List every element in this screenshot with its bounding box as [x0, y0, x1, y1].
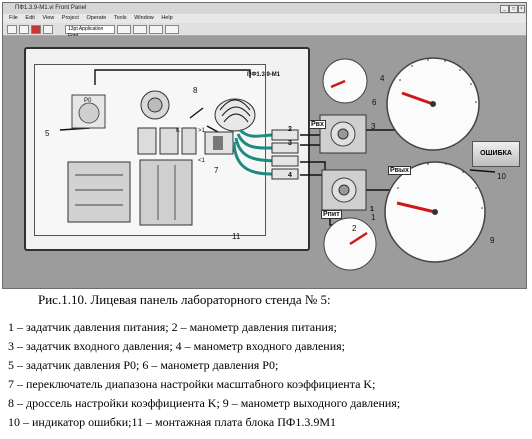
toolbar: 13pt Application Font: [3, 23, 526, 39]
callout-2: 2: [352, 224, 357, 233]
port-label-2: 2: [288, 126, 292, 133]
callout-7: 7: [214, 166, 219, 175]
callout-5: 5: [45, 129, 50, 138]
port-label-1: 1: [370, 206, 374, 213]
input-pressure-gauge: [386, 57, 480, 151]
legend-line-1: 1 – задатчик давления питания; 2 – маном…: [8, 320, 337, 334]
resize-icon[interactable]: [149, 25, 163, 34]
menu-tools[interactable]: Tools: [113, 15, 127, 21]
close-icon[interactable]: ×: [518, 5, 525, 13]
menu-operate[interactable]: Operate: [86, 15, 107, 21]
legend-line-6: 10 – индикатор ошибки;11 – монтажная пла…: [8, 415, 337, 429]
menu-help[interactable]: Help: [161, 15, 173, 21]
legend-line-4: 7 – переключатель диапазона настройки ма…: [8, 377, 376, 391]
port-label-4: 4: [288, 172, 292, 179]
transformer: [67, 161, 131, 223]
port-t: [271, 155, 299, 167]
block-name-label: ПФ1.3.9-М1: [247, 72, 281, 78]
callout-3: 3: [371, 122, 376, 131]
align-icon[interactable]: [117, 25, 131, 34]
callout-10: 10: [497, 172, 506, 181]
p0-label: P0: [84, 98, 92, 104]
abort-icon[interactable]: [31, 25, 41, 34]
panel-drawing: [59, 57, 496, 271]
minimize-icon[interactable]: _: [500, 5, 509, 13]
figure-caption: Рис.1.10. Лицевая панель лабораторного с…: [38, 292, 331, 307]
sensor-coil: [214, 98, 256, 132]
callout-4: 4: [380, 74, 385, 83]
callout-6: 6: [372, 98, 377, 107]
run-continuous-icon[interactable]: [19, 25, 29, 34]
k-label: K: [176, 128, 181, 134]
supply-pressure-gauge: [323, 217, 377, 271]
port-3: [271, 142, 299, 154]
pvx-label: Pвх: [309, 120, 326, 129]
callout-1: 1: [371, 213, 376, 222]
error-indicator-button[interactable]: ОШИБКА: [472, 141, 520, 167]
window-title: ПФ1.3.9-М1.vi Front Panel: [15, 5, 87, 11]
distribute-icon[interactable]: [133, 25, 147, 34]
p0-knob[interactable]: [78, 102, 100, 124]
menu-window[interactable]: Window: [134, 15, 154, 21]
reorder-icon[interactable]: [165, 25, 179, 34]
port-label-3: 3: [288, 140, 292, 147]
output-pressure-gauge: [384, 161, 486, 263]
legend-line-3: 5 – задатчик давления P0; 6 – манометр д…: [8, 358, 279, 372]
relay-block: [139, 159, 193, 226]
p0-gauge: [322, 58, 368, 104]
port-4: [271, 168, 299, 180]
range-lo-label: <1: [198, 158, 205, 164]
legend-line-2: 3 – задатчик входного давления; 4 – мано…: [8, 339, 345, 353]
ppit-label: Pпит: [321, 210, 342, 219]
port-2: [271, 129, 299, 141]
legend-line-5: 8 – дроссель настройки коэффициента K; 9…: [8, 396, 401, 410]
pneumatic-hoses: [232, 128, 276, 176]
pause-icon[interactable]: [43, 25, 53, 34]
menu-bar: File Edit View Project Operate Tools Win…: [3, 14, 526, 23]
menu-edit[interactable]: Edit: [25, 15, 35, 21]
menu-project[interactable]: Project: [61, 15, 79, 21]
range-hi-label: >1: [198, 128, 205, 134]
menu-view[interactable]: View: [42, 15, 55, 21]
callout-11: 11: [232, 232, 241, 241]
callout-8: 8: [193, 86, 198, 95]
k-module-3: [181, 127, 197, 155]
menu-file[interactable]: File: [9, 15, 18, 21]
title-bar: ПФ1.3.9-М1.vi Front Panel _ □ ×: [3, 3, 526, 14]
callout-9: 9: [490, 236, 495, 245]
k-module: [137, 127, 157, 155]
maximize-icon[interactable]: □: [509, 5, 518, 13]
pvyx-label: Pвых: [388, 166, 411, 175]
run-arrow-icon[interactable]: [7, 25, 17, 34]
k-module-2: [159, 127, 179, 155]
